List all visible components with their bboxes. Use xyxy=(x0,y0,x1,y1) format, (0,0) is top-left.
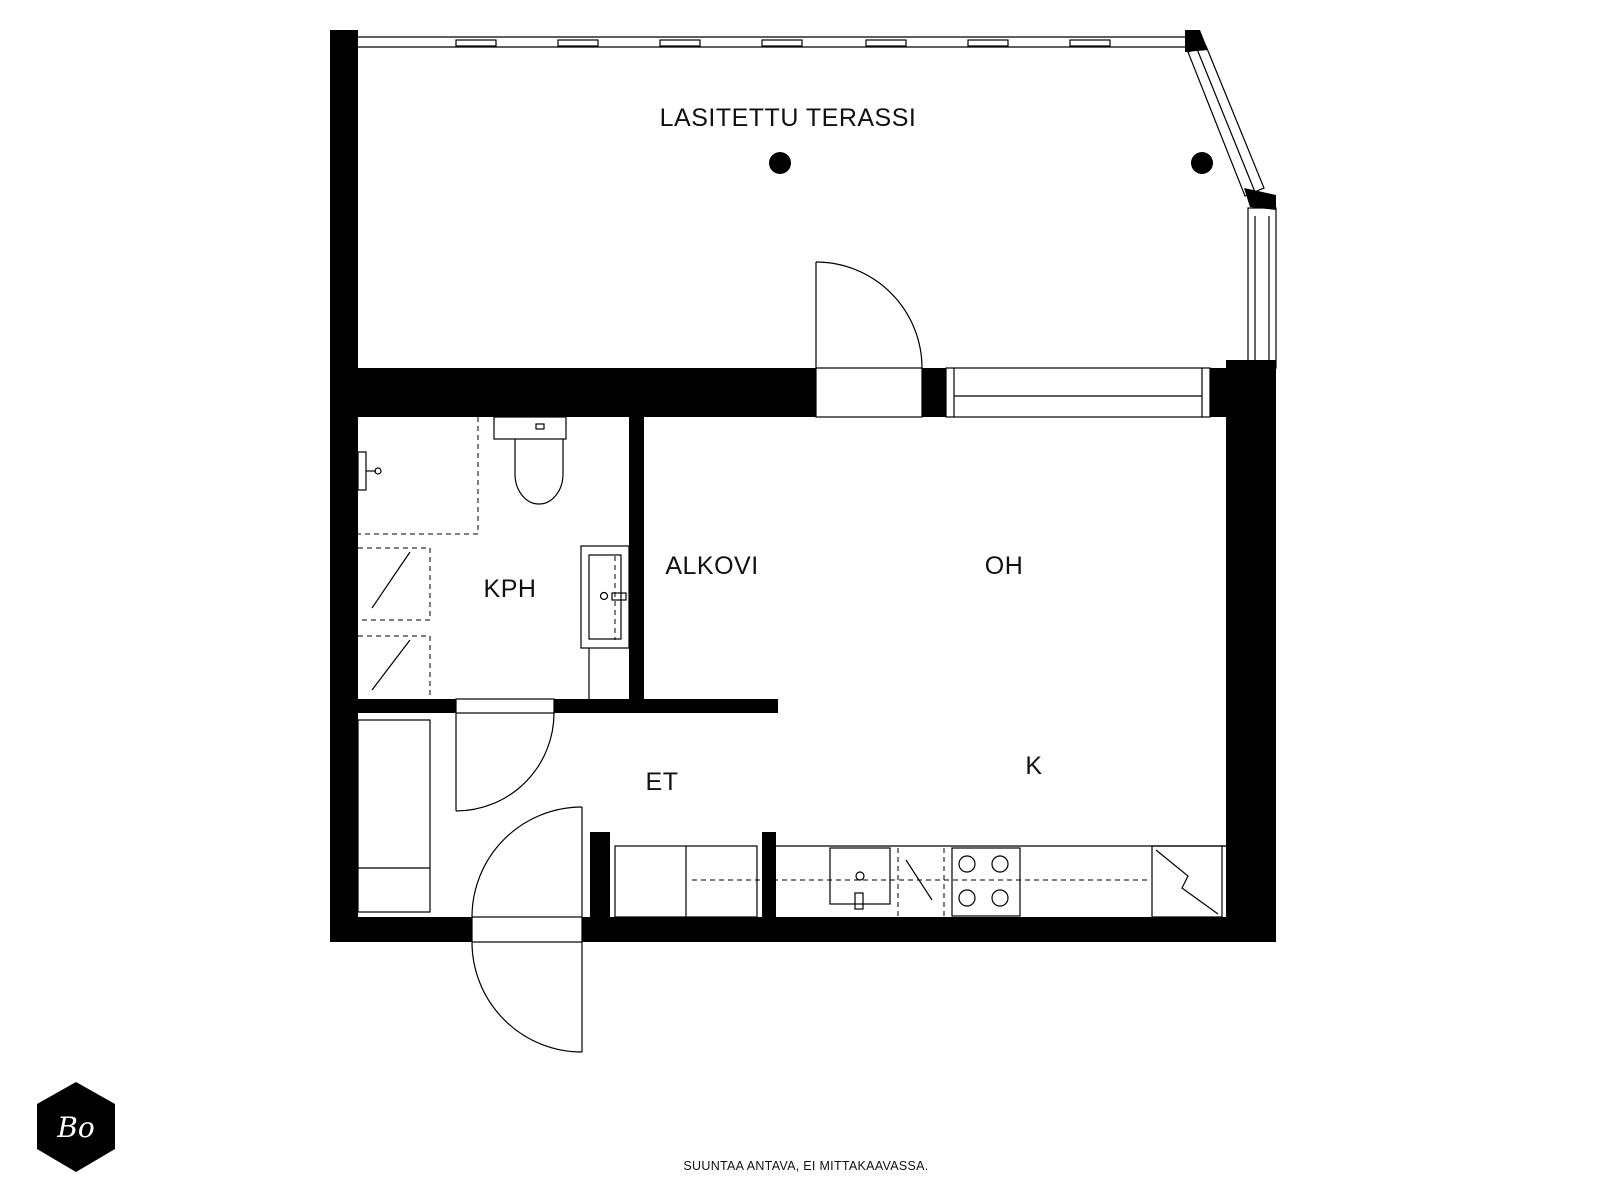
burner-icon xyxy=(991,889,1009,907)
wall-terrace-angle-corner xyxy=(1244,188,1276,210)
wall-terrace-apartment-mid xyxy=(922,368,946,417)
room-label-alcove: ALKOVI xyxy=(665,552,758,580)
bathroom-sink xyxy=(580,545,630,699)
wall-bathroom-bottom-right xyxy=(554,699,778,713)
hexagon-logo-icon: Bo xyxy=(37,1082,115,1172)
wall-bottom-left xyxy=(330,917,472,942)
entrance-door[interactable] xyxy=(471,806,583,1053)
terrace-post xyxy=(1191,152,1213,174)
stove xyxy=(951,847,1021,917)
wall-right xyxy=(1226,360,1276,942)
terrace-glazing xyxy=(358,36,1277,418)
burner-icon xyxy=(958,889,976,907)
burner-icon xyxy=(991,855,1009,873)
wall-bottom-right xyxy=(582,917,1276,942)
terrace-post xyxy=(769,152,791,174)
wall-terrace-corner xyxy=(1185,30,1208,52)
wall-bathroom-right xyxy=(629,417,644,699)
room-label-bathroom: KPH xyxy=(484,575,537,603)
footer-note: SUUNTAA ANTAVA, EI MITTAKAAVASSA. xyxy=(683,1159,928,1173)
room-label-terrace: LASITETTU TERASSI xyxy=(660,104,917,132)
burner-icon xyxy=(958,855,976,873)
wall-kitchen-stub-left xyxy=(590,832,610,917)
wall-kitchen-stub-mid xyxy=(762,832,776,917)
room-label-entrance: ET xyxy=(646,768,679,796)
wall-terrace-apartment-left xyxy=(330,368,816,417)
kitchen-counter xyxy=(614,845,1230,918)
fridge xyxy=(1151,845,1226,918)
dishwasher xyxy=(897,848,945,917)
bathroom-cabinets xyxy=(358,547,431,699)
terrace-door[interactable] xyxy=(815,261,923,418)
toilet xyxy=(493,416,567,505)
wall-bathroom-bottom-left xyxy=(358,699,456,713)
wall-left xyxy=(330,30,358,942)
walls xyxy=(330,30,1276,942)
kitchen-sink xyxy=(829,847,891,910)
shower-mixer-icon xyxy=(357,451,367,491)
logo-text: Bo xyxy=(56,1111,94,1144)
shower-area xyxy=(357,417,479,535)
bathroom-door[interactable] xyxy=(455,698,555,812)
room-label-kitchen: K xyxy=(1025,752,1042,780)
wardrobe xyxy=(357,719,431,913)
room-label-living-room: OH xyxy=(985,552,1024,580)
